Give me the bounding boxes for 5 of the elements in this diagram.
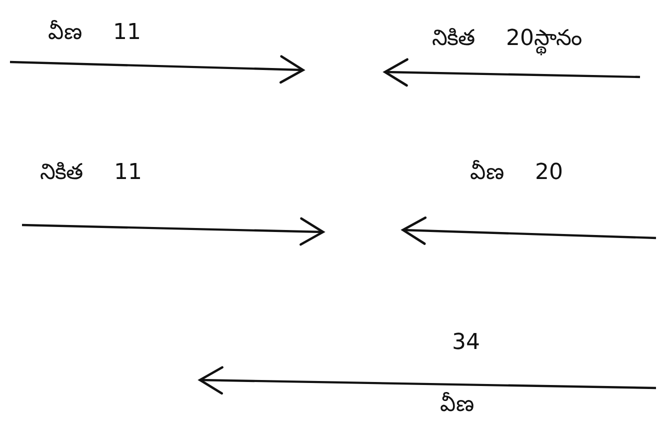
- handwritten-label: వీణ: [440, 392, 474, 418]
- handwritten-label: నికిత 11: [40, 160, 142, 186]
- handwritten-label: 34: [452, 330, 480, 356]
- handwritten-label: వీణ 20: [470, 160, 563, 186]
- handwritten-label: వీణ 11: [48, 20, 141, 46]
